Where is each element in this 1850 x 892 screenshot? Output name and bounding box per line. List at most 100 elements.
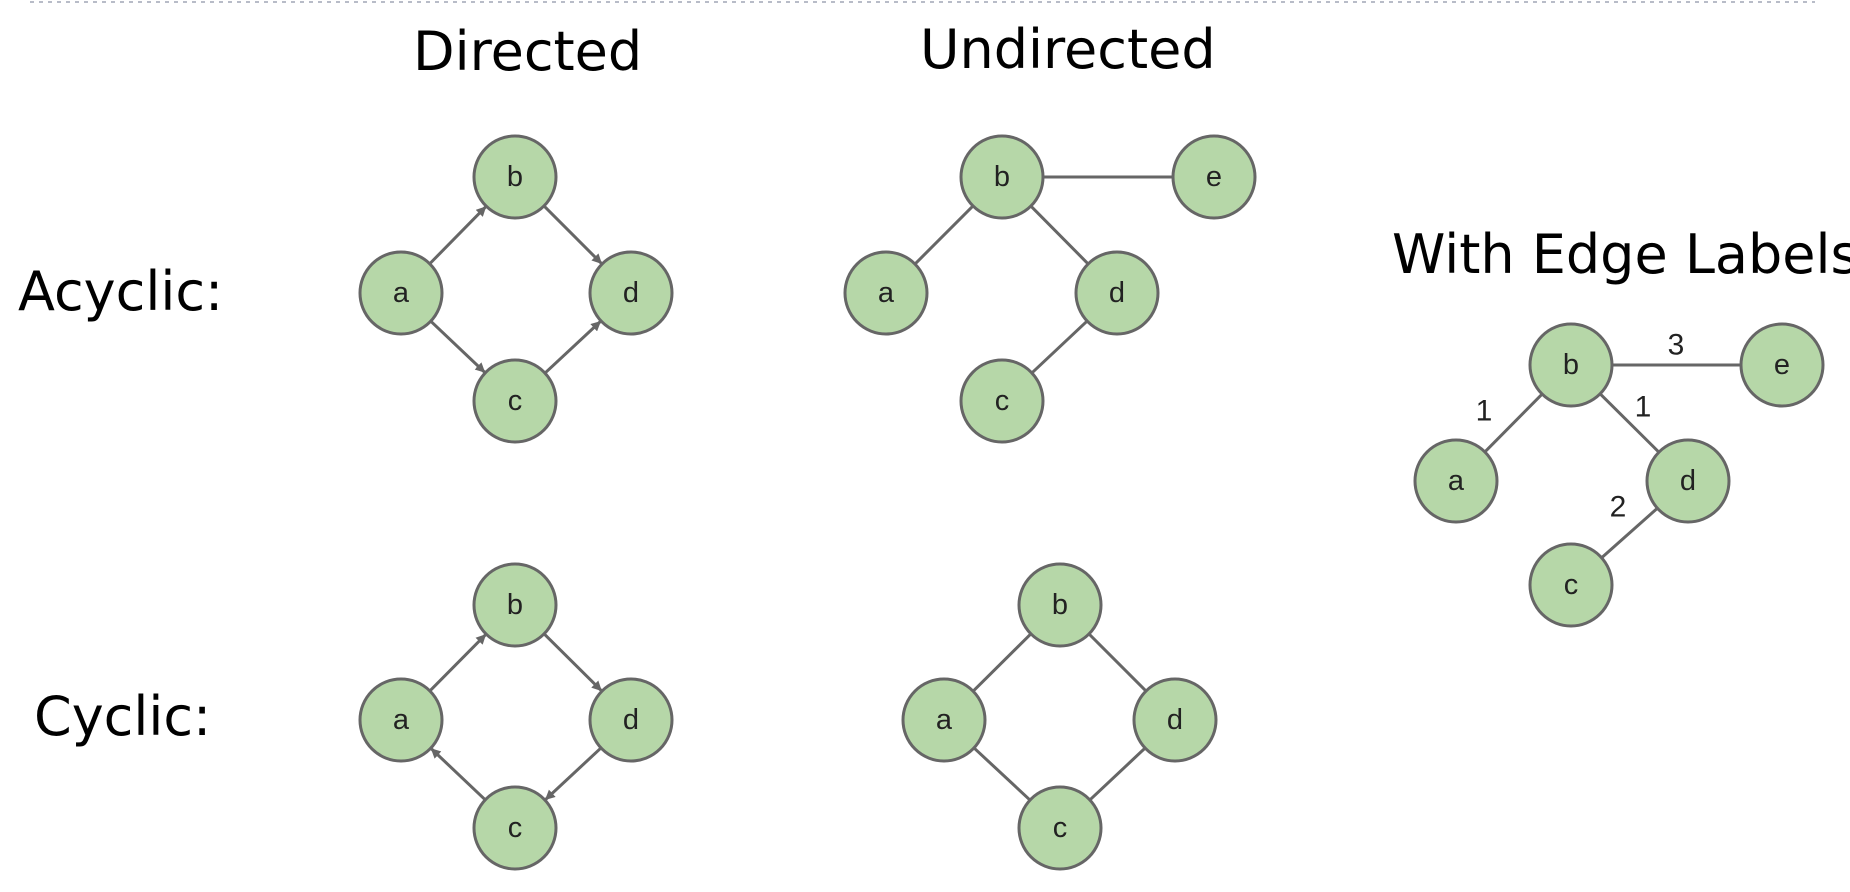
node-label: e xyxy=(1206,161,1222,193)
node-label: b xyxy=(507,161,523,193)
node-circle xyxy=(843,250,929,336)
heading-directed: Directed xyxy=(413,20,642,83)
node-circle xyxy=(1132,677,1218,763)
node-circle xyxy=(1528,542,1614,628)
node-label: b xyxy=(1563,349,1579,381)
edge-b-d xyxy=(1599,392,1660,454)
node-circle xyxy=(1017,562,1103,648)
heading-cyclic: Cyclic: xyxy=(34,685,211,748)
graph-directed-acyclic: a b c d xyxy=(358,134,674,444)
node-label: c xyxy=(508,385,523,417)
node-a: a xyxy=(901,677,987,763)
edge-label-a-b: 1 xyxy=(1476,395,1493,428)
node-label: c xyxy=(1053,812,1068,844)
node-circle xyxy=(472,562,558,648)
node-label: a xyxy=(878,277,895,309)
node-circle xyxy=(1074,250,1160,336)
node-circle xyxy=(1171,134,1257,220)
node-e: e xyxy=(1739,322,1825,408)
node-circle xyxy=(472,134,558,220)
node-circle xyxy=(358,250,444,336)
node-c: c xyxy=(959,358,1045,444)
edge-a-c-arrow xyxy=(429,320,486,374)
edge-a-b xyxy=(1483,393,1544,453)
node-label: e xyxy=(1774,349,1790,381)
node-label: a xyxy=(393,704,410,736)
node-c: c xyxy=(1017,785,1103,871)
edge-label-b-d: 1 xyxy=(1635,391,1652,424)
node-d: d xyxy=(1074,250,1160,336)
node-d: d xyxy=(1645,438,1731,524)
node-label: d xyxy=(1680,465,1696,497)
node-circle xyxy=(472,358,558,444)
edge-label-c-d: 2 xyxy=(1610,491,1627,524)
node-circle xyxy=(588,677,674,763)
heading-with-edge-labels: With Edge Labels xyxy=(1392,223,1850,286)
edge-b-d-arrow xyxy=(543,632,603,692)
node-e: e xyxy=(1171,134,1257,220)
edge-d-c-arrow xyxy=(544,746,603,801)
node-label: a xyxy=(393,277,410,309)
edge-c-d xyxy=(1600,507,1659,559)
edge-a-b-arrow xyxy=(428,633,487,692)
node-circle xyxy=(959,358,1045,444)
node-label: b xyxy=(507,589,523,621)
graph-undirected-cyclic: a b c d xyxy=(901,562,1218,871)
node-b: b xyxy=(1528,322,1614,408)
edge-label-b-e: 3 xyxy=(1668,329,1685,362)
node-circle xyxy=(1413,438,1499,524)
node-label: c xyxy=(508,812,523,844)
heading-acyclic: Acyclic: xyxy=(18,260,223,323)
node-d: d xyxy=(588,677,674,763)
edge-b-d xyxy=(1029,205,1090,265)
node-circle xyxy=(588,250,674,336)
edge-c-d-arrow xyxy=(543,320,602,375)
node-d: d xyxy=(588,250,674,336)
node-circle xyxy=(959,134,1045,220)
node-a: a xyxy=(1413,438,1499,524)
node-b: b xyxy=(959,134,1045,220)
edge-a-b xyxy=(913,204,975,266)
node-b: b xyxy=(472,134,558,220)
edge-a-b xyxy=(972,632,1032,693)
edge-a-b-arrow xyxy=(428,205,487,265)
node-c: c xyxy=(1528,542,1614,628)
node-c: c xyxy=(472,358,558,444)
node-a: a xyxy=(358,250,444,336)
node-c: c xyxy=(472,785,558,871)
node-circle xyxy=(358,677,444,763)
node-label: b xyxy=(1052,589,1068,621)
node-label: d xyxy=(623,704,639,736)
node-circle xyxy=(1528,322,1614,408)
edge-c-a xyxy=(972,746,1032,802)
graph-undirected-acyclic: a b c d e xyxy=(843,134,1257,444)
node-a: a xyxy=(843,250,929,336)
node-label: d xyxy=(1109,277,1125,309)
node-label: a xyxy=(1448,465,1465,497)
node-label: c xyxy=(1564,569,1579,601)
edge-c-a-arrow xyxy=(430,747,487,801)
node-b: b xyxy=(472,562,558,648)
node-b: b xyxy=(1017,562,1103,648)
node-label: d xyxy=(623,277,639,309)
edge-c-d xyxy=(1030,319,1089,375)
node-label: d xyxy=(1167,704,1183,736)
node-label: b xyxy=(994,161,1010,193)
node-circle xyxy=(1645,438,1731,524)
edge-b-d xyxy=(1087,632,1148,693)
node-label: c xyxy=(995,385,1010,417)
node-label: a xyxy=(936,704,953,736)
node-circle xyxy=(1017,785,1103,871)
edge-b-d-arrow xyxy=(542,204,603,265)
node-circle xyxy=(901,677,987,763)
graph-directed-cyclic: a b c d xyxy=(358,562,674,871)
node-d: d xyxy=(1132,677,1218,763)
edge-d-c xyxy=(1088,746,1147,802)
node-a: a xyxy=(358,677,444,763)
node-circle xyxy=(472,785,558,871)
node-circle xyxy=(1739,322,1825,408)
heading-undirected: Undirected xyxy=(920,18,1216,81)
